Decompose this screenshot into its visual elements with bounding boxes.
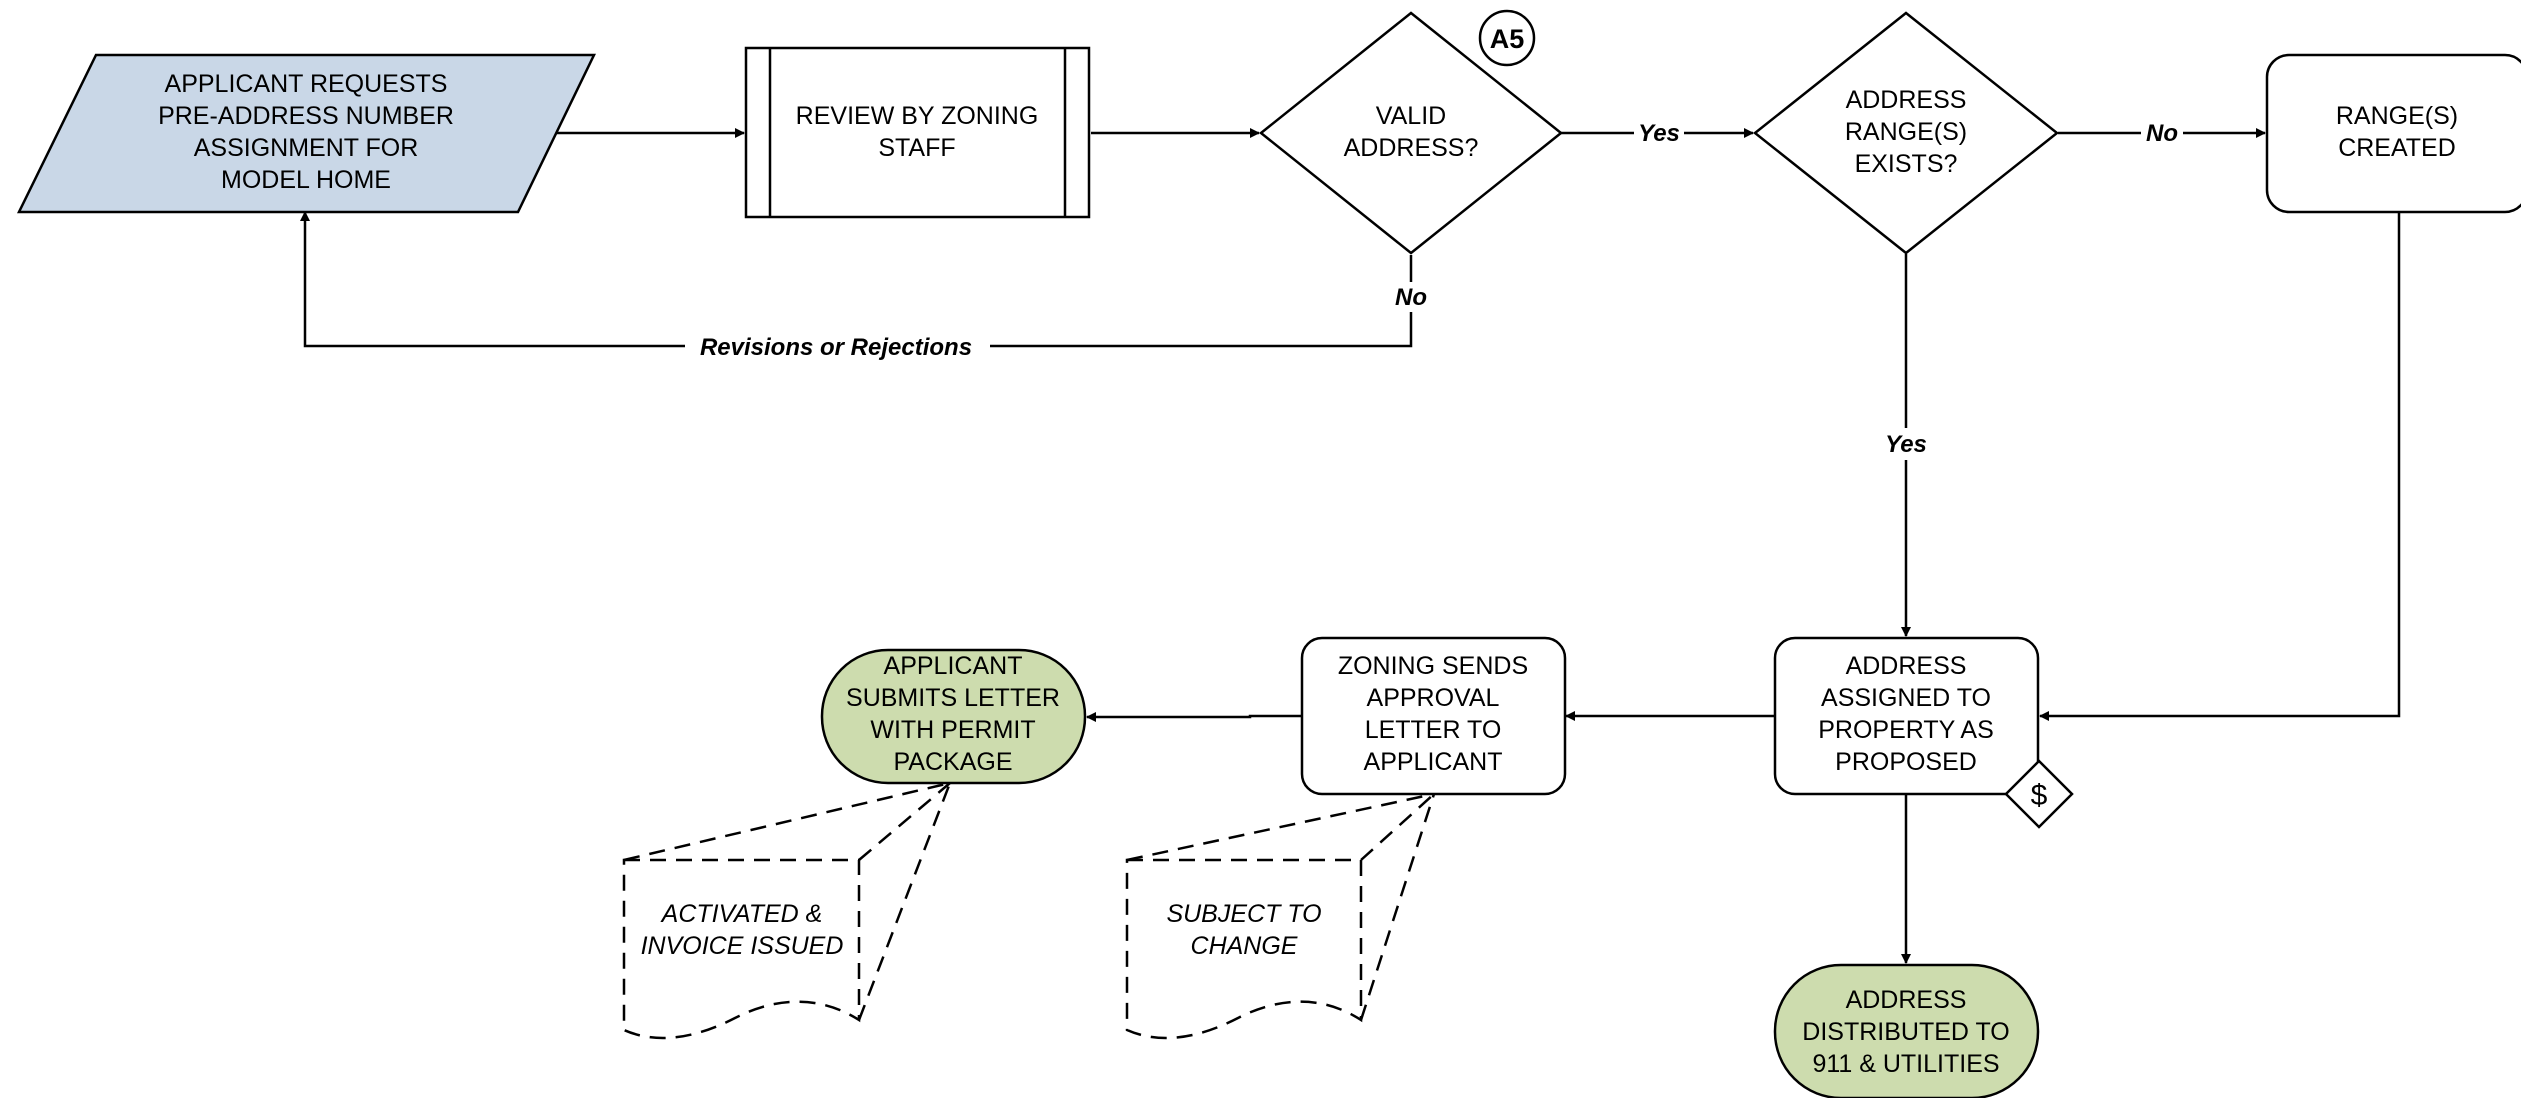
- annotation-subject-line-1: SUBJECT TO: [1166, 900, 1321, 928]
- node-applicant-request: APPLICANT REQUESTS PRE-ADDRESS NUMBER AS…: [16, 53, 596, 214]
- node-range-created-line-2: CREATED: [2338, 134, 2456, 162]
- input-parallelogram: [16, 53, 596, 214]
- node-range-created: RANGE(S) CREATED: [2265, 53, 2521, 214]
- node-address-assigned-line-4: PROPOSED: [1835, 748, 1977, 776]
- connector-zoning-to-submits: [1086, 712, 1301, 722]
- fee-badge-diamond: [2004, 759, 2074, 829]
- node-address-distributed-line-2: DISTRIBUTED TO: [1802, 1018, 2009, 1046]
- annotation-activated-line-2: INVOICE ISSUED: [641, 932, 844, 960]
- connector-valid-no-back-to-request: [300, 211, 1413, 348]
- node-address-distributed: ADDRESS DISTRIBUTED TO 911 & UTILITIES: [1773, 963, 2040, 1098]
- node-range-exists: ADDRESS RANGE(S) EXISTS?: [1752, 11, 2060, 255]
- node-zoning-sends-line-1: ZONING SENDS: [1338, 652, 1528, 680]
- annotation-subject-to-change: SUBJECT TO CHANGE: [1125, 792, 1436, 1040]
- annotation-subject-box: [1125, 858, 1363, 1040]
- node-applicant-request-line-1: APPLICANT REQUESTS: [165, 70, 448, 98]
- node-applicant-submits-line-4: PACKAGE: [893, 748, 1012, 776]
- node-valid-address: VALID ADDRESS?: [1258, 11, 1564, 255]
- annotation-activated-pointer-top: [623, 781, 951, 862]
- node-zoning-sends-line-3: LETTER TO: [1365, 716, 1502, 744]
- process-rounded-box: [2265, 53, 2521, 214]
- annotation-subject-line-2: CHANGE: [1191, 932, 1298, 960]
- connectors: [300, 128, 2401, 964]
- node-address-assigned-line-3: PROPERTY AS: [1818, 716, 1994, 744]
- node-applicant-submits-line-1: APPLICANT: [884, 652, 1023, 680]
- annotation-subject-pointer-top: [1126, 792, 1435, 862]
- reference-badge-text: A5: [1490, 24, 1525, 54]
- decision-diamond: [1258, 11, 1564, 255]
- badge-reference: A5: [1478, 9, 1536, 67]
- node-address-distributed-line-3: 911 & UTILITIES: [1812, 1050, 1999, 1078]
- annotation-subject-pointer-bottom: [1359, 793, 1436, 1021]
- node-range-created-line-1: RANGE(S): [2336, 102, 2458, 130]
- annotation-activated-line-1: ACTIVATED &: [660, 900, 823, 928]
- node-zoning-sends-line-2: APPROVAL: [1367, 684, 1500, 712]
- decision-diamond: [1752, 11, 2060, 255]
- annotation-activated-pointer-mid: [858, 782, 951, 861]
- node-review-zoning: REVIEW BY ZONING STAFF: [744, 46, 1091, 219]
- node-applicant-submits-line-3: WITH PERMIT: [870, 716, 1035, 744]
- process-rounded-box: [1300, 636, 1567, 796]
- node-range-exists-line-1: ADDRESS: [1846, 86, 1967, 114]
- annotation-activated-invoice: ACTIVATED & INVOICE ISSUED: [622, 781, 952, 1040]
- node-applicant-submits: APPLICANT SUBMITS LETTER WITH PERMIT PAC…: [820, 648, 1087, 785]
- terminal-pill: [820, 648, 1087, 785]
- node-applicant-request-line-2: PRE-ADDRESS NUMBER: [158, 102, 454, 130]
- edge-label-valid-no: No: [1395, 284, 1427, 311]
- node-zoning-sends-line-4: APPLICANT: [1364, 748, 1503, 776]
- node-applicant-submits-line-2: SUBMITS LETTER: [846, 684, 1060, 712]
- node-zoning-sends: ZONING SENDS APPROVAL LETTER TO APPLICAN…: [1300, 636, 1567, 796]
- node-review-zoning-line-1: REVIEW BY ZONING: [796, 102, 1039, 130]
- process-rounded-box: [1773, 636, 2040, 796]
- annotation-activated-box: [622, 858, 861, 1040]
- node-review-zoning-line-2: STAFF: [878, 134, 955, 162]
- connector-created-to-assigned: [2039, 212, 2401, 721]
- edge-label-revisions: Revisions or Rejections: [700, 334, 972, 361]
- node-range-exists-line-3: EXISTS?: [1855, 150, 1958, 178]
- edge-labels: Yes No Revisions or Rejections No Yes: [685, 116, 2183, 460]
- node-applicant-request-line-3: ASSIGNMENT FOR: [194, 134, 419, 162]
- node-address-assigned-line-2: ASSIGNED TO: [1821, 684, 1991, 712]
- node-range-exists-line-2: RANGE(S): [1845, 118, 1967, 146]
- node-valid-address-line-2: ADDRESS?: [1344, 134, 1479, 162]
- node-address-assigned-line-1: ADDRESS: [1846, 652, 1967, 680]
- edge-label-valid-yes: Yes: [1638, 120, 1680, 147]
- predefined-process-box: [744, 46, 1091, 219]
- edge-label-range-no: No: [2146, 120, 2178, 147]
- node-address-distributed-line-1: ADDRESS: [1846, 986, 1967, 1014]
- annotation-activated-pointer-bottom: [857, 782, 952, 1021]
- fee-badge-text: $: [2031, 779, 2048, 812]
- node-address-assigned: ADDRESS ASSIGNED TO PROPERTY AS PROPOSED: [1773, 636, 2040, 796]
- terminal-pill: [1773, 963, 2040, 1098]
- annotation-subject-pointer-mid: [1360, 793, 1435, 861]
- node-valid-address-line-1: VALID: [1376, 102, 1446, 130]
- reference-badge-circle: [1478, 9, 1536, 67]
- edge-label-range-yes: Yes: [1885, 431, 1927, 458]
- node-applicant-request-line-4: MODEL HOME: [221, 166, 391, 194]
- badge-fee: $: [2004, 759, 2074, 829]
